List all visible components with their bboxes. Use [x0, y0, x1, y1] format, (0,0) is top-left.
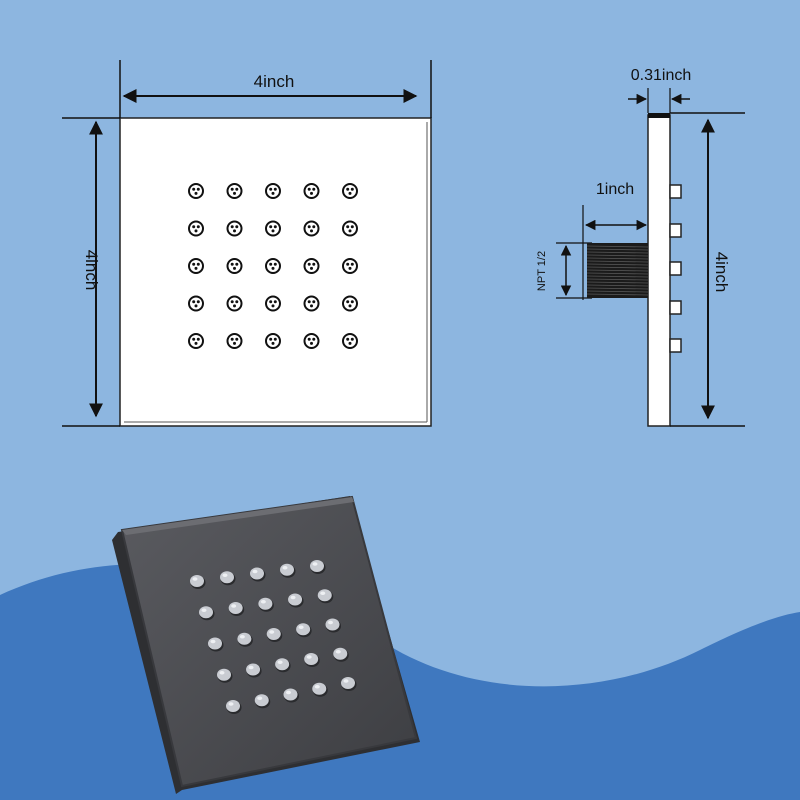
- product-nozzle: [341, 677, 357, 691]
- side-nozzle: [669, 261, 682, 276]
- product-nozzle: [208, 637, 224, 652]
- product-nozzle: [288, 593, 304, 608]
- side-nozzle: [669, 300, 682, 315]
- nozzle: [188, 183, 204, 199]
- nozzle: [226, 295, 243, 312]
- nozzle: [265, 220, 281, 237]
- thread-ridge: [586, 272, 649, 275]
- nozzle: [303, 258, 320, 274]
- thread-ridge: [586, 251, 649, 254]
- product-plate-bevel: [122, 497, 354, 535]
- thread-ridge: [586, 293, 649, 296]
- nozzle: [188, 258, 204, 274]
- thickness-dimension-label: 0.31inch: [631, 67, 692, 84]
- product-nozzle: [325, 618, 341, 633]
- product-nozzle: [237, 632, 253, 647]
- product-nozzle: [310, 560, 326, 574]
- product-nozzle: [283, 688, 299, 703]
- thread-ridge: [586, 245, 649, 248]
- thread-ridge: [586, 266, 649, 269]
- thread-ridge: [586, 281, 649, 284]
- side-height-dimension-label: 4inch: [712, 252, 731, 293]
- thread-ridge: [586, 260, 649, 263]
- product-nozzle: [254, 694, 271, 709]
- thread-ridge: [586, 263, 649, 266]
- nozzle: [265, 295, 281, 312]
- nozzle: [188, 220, 204, 237]
- thread-length-dimension-label: 1inch: [596, 181, 634, 198]
- height-dimension-label: 4inch: [82, 250, 101, 291]
- product-nozzle: [266, 628, 283, 642]
- thread-size-label: NPT 1/2: [536, 251, 548, 291]
- nozzle: [226, 183, 243, 199]
- nozzle: [303, 333, 320, 349]
- nozzle: [303, 295, 320, 312]
- product-nozzle: [296, 623, 312, 638]
- product-photo: [112, 495, 420, 794]
- product-nozzle: [199, 606, 215, 621]
- nozzle: [265, 183, 281, 199]
- front-view: 4inch 4inch: [62, 60, 432, 427]
- product-nozzle: [312, 682, 328, 697]
- front-plate: [119, 117, 432, 427]
- side-nozzle: [669, 184, 682, 199]
- side-plate: [647, 114, 671, 427]
- nozzle: [303, 220, 320, 237]
- side-nozzle: [669, 223, 682, 238]
- side-nozzle: [669, 338, 682, 353]
- product-nozzle: [190, 575, 206, 589]
- nozzle: [342, 220, 358, 237]
- thread-ridge: [586, 278, 649, 281]
- thread-ridge: [586, 287, 649, 290]
- product-nozzle: [226, 700, 242, 714]
- nozzle: [188, 295, 204, 312]
- thread-ridge: [586, 257, 649, 260]
- front-nozzle-grid: [188, 183, 358, 349]
- product-nozzle: [220, 571, 236, 586]
- product-nozzle: [317, 589, 334, 604]
- side-plate-top-edge: [648, 113, 670, 118]
- thread-ridge: [586, 284, 649, 287]
- product-nozzle: [333, 647, 349, 662]
- threaded-inlet: [586, 243, 649, 298]
- product-nozzle: [250, 567, 266, 582]
- product-nozzle: [280, 563, 296, 578]
- nozzle: [342, 183, 358, 199]
- product-nozzle: [258, 597, 274, 612]
- thread-ridge: [586, 254, 649, 257]
- product-nozzle-grid: [190, 560, 357, 714]
- thread-ridge: [586, 275, 649, 278]
- nozzle: [265, 333, 281, 349]
- product-nozzle: [304, 653, 320, 667]
- nozzle: [342, 258, 358, 274]
- nozzle: [342, 333, 358, 349]
- product-nozzle: [275, 658, 291, 673]
- product-nozzle: [228, 602, 245, 616]
- side-nozzle-column: [669, 184, 682, 353]
- nozzle: [303, 183, 320, 199]
- nozzle: [188, 333, 204, 349]
- side-view: 0.31inch 1inch NPT 1/2 4inch: [536, 67, 745, 427]
- nozzle: [342, 295, 358, 312]
- thread-ridge: [586, 269, 649, 272]
- nozzle: [226, 258, 243, 274]
- width-dimension-label: 4inch: [254, 72, 295, 91]
- nozzle: [265, 258, 281, 274]
- nozzle: [226, 333, 243, 349]
- thread-ridge: [586, 248, 649, 251]
- product-nozzle: [217, 668, 233, 683]
- product-nozzle: [246, 663, 262, 678]
- thread-ridge: [586, 290, 649, 293]
- nozzle: [226, 220, 243, 237]
